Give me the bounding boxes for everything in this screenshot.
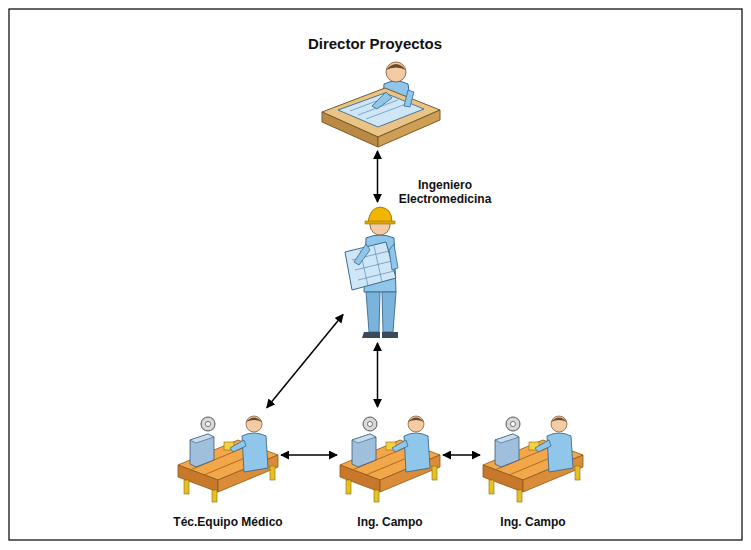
frame-border	[9, 9, 742, 540]
arrow-connector	[377, 151, 379, 202]
figure-icon	[345, 207, 398, 338]
figure-part	[374, 246, 382, 282]
staff-node: Ingeniero Electromedicina	[345, 205, 410, 340]
figure-part	[372, 92, 392, 109]
role-label: Ing. Campo	[310, 515, 470, 529]
staff-node: Téc.Equipo Médico	[178, 410, 278, 500]
figure-part	[362, 332, 380, 338]
figure-part	[365, 221, 395, 224]
staff-node: Ing. Campo	[483, 410, 583, 500]
figure-part	[386, 64, 406, 70]
role-label: Director Proyectos	[275, 35, 475, 53]
figure-part	[358, 271, 394, 280]
staff-node: Ing. Campo	[340, 410, 440, 500]
figure-part	[366, 292, 380, 332]
figure-part	[404, 90, 414, 107]
figure-part	[382, 332, 398, 338]
arrow-connector	[281, 454, 337, 456]
figure-part	[382, 292, 396, 332]
arrow-connector	[443, 454, 480, 456]
figure-part	[386, 62, 406, 82]
worker-icon	[178, 416, 278, 502]
worker-icon	[483, 416, 583, 502]
worker-icon	[340, 416, 440, 502]
arrow-connector	[377, 343, 379, 407]
figure-part	[345, 242, 396, 290]
figure-part	[354, 244, 370, 265]
figure-part	[389, 244, 398, 270]
figure-icon	[322, 62, 440, 147]
arrow-connector	[267, 314, 343, 407]
role-label: Téc.Equipo Médico	[148, 515, 308, 529]
role-label: Ingeniero Electromedicina	[390, 178, 500, 207]
staff-node: Director Proyectos	[320, 62, 440, 148]
role-label: Ing. Campo	[453, 515, 613, 529]
figure-part	[368, 207, 392, 222]
